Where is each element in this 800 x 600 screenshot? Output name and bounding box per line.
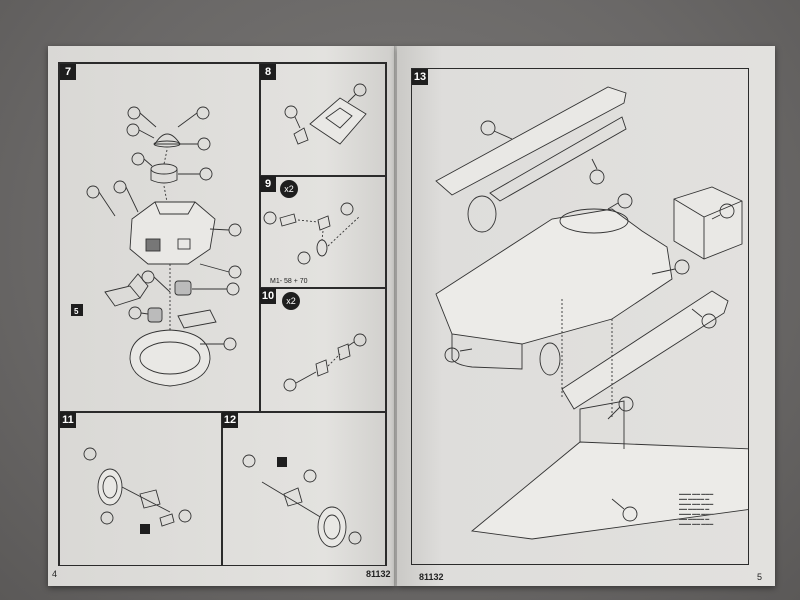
instruction-page-left: 7 bbox=[48, 46, 395, 586]
turret-assembly-drawing: 5 bbox=[71, 106, 242, 387]
step-8-panel: 8 bbox=[259, 63, 386, 177]
book-spine-fold bbox=[394, 46, 399, 586]
multilingual-legend: ▬▬▬ ▬▬ ▬▬▬▬▬ ▬▬▬▬ ▬▬▬▬ ▬▬ ▬▬▬▬▬ ▬▬▬▬ ▬▬▬… bbox=[679, 491, 714, 526]
bracket-assembly-drawing bbox=[283, 333, 367, 392]
step-10-number: 10 bbox=[260, 288, 276, 304]
right-page-number: 5 bbox=[757, 572, 763, 582]
step-12-panel: 12 bbox=[221, 411, 386, 566]
idler-wheel-assembly-drawing bbox=[242, 454, 362, 548]
hull-assembly-drawing bbox=[435, 86, 748, 540]
step-9-number: 9 bbox=[260, 176, 276, 192]
instruction-page-right: 13 bbox=[397, 46, 775, 586]
sub-step-5-label: 5 bbox=[74, 307, 79, 316]
step-10-panel: 10 x2 bbox=[259, 287, 386, 413]
step-12-number: 12 bbox=[222, 412, 238, 428]
step-9-note: M1- 58 + 70 bbox=[270, 278, 308, 285]
step-13-panel: 13 bbox=[411, 68, 749, 565]
step-9-multiplier-badge: x2 bbox=[280, 180, 298, 198]
link-assembly-drawing: M1- 58 + 70 bbox=[263, 202, 361, 285]
step-11-number: 11 bbox=[60, 412, 76, 428]
step-9-panel: 9 x2 M1- 58 + 70 bbox=[259, 175, 386, 289]
left-page-kit-code: 81132 bbox=[366, 569, 391, 579]
step-13-number: 13 bbox=[412, 69, 428, 85]
hatch-assembly-drawing bbox=[284, 83, 367, 145]
left-page-number: 4 bbox=[52, 569, 58, 579]
road-wheel-assembly-drawing bbox=[83, 447, 192, 534]
step-7-number: 7 bbox=[60, 64, 76, 80]
step-8-number: 8 bbox=[260, 64, 276, 80]
step-11-panel: 11 bbox=[59, 411, 223, 566]
step-10-multiplier-badge: x2 bbox=[282, 292, 300, 310]
right-page-kit-code: 81132 bbox=[419, 572, 444, 582]
step-7-panel: 7 bbox=[59, 63, 261, 413]
